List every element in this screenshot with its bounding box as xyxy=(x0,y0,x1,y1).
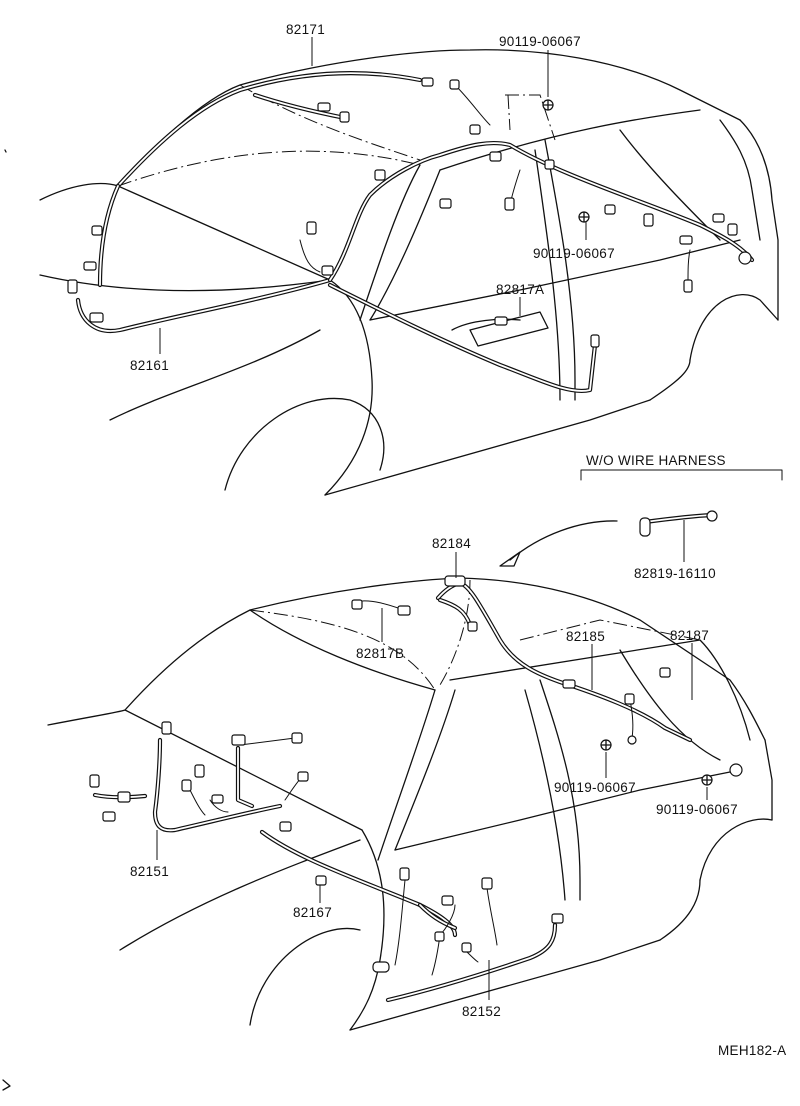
connector-icon xyxy=(494,316,508,326)
clip-icon xyxy=(729,763,743,777)
connector-icon xyxy=(291,732,303,744)
connector-icon xyxy=(562,679,576,689)
connector-icon xyxy=(315,875,327,886)
connector-icon xyxy=(306,221,317,235)
part-labels: 82171 90119-06067 90119-06067 82817A 821… xyxy=(130,22,786,1058)
connector-icon xyxy=(351,599,363,610)
connector-icon xyxy=(321,265,334,276)
connector-icon xyxy=(297,771,309,782)
connector-icon xyxy=(434,931,445,942)
connector-icon xyxy=(439,198,452,209)
connector-icon xyxy=(67,279,78,294)
connector-icon xyxy=(279,821,292,832)
connector-icon xyxy=(117,791,131,803)
connector-icon xyxy=(181,779,192,792)
connector-icon xyxy=(643,213,654,227)
upper-car-body xyxy=(4,49,779,496)
arrow-icon xyxy=(509,520,618,561)
connector-icon xyxy=(372,961,390,973)
connector-icon xyxy=(449,79,460,90)
connector-icon xyxy=(441,895,454,906)
connector-icon xyxy=(461,942,472,953)
connector-icon xyxy=(590,334,600,348)
connector-icon xyxy=(231,734,246,746)
connector-icon xyxy=(421,77,434,87)
connector-icon xyxy=(444,575,466,587)
connector-icon xyxy=(727,223,738,236)
connector-icon xyxy=(624,693,635,705)
clip-icon xyxy=(627,735,637,745)
connector-icon xyxy=(504,197,515,211)
connector-icon xyxy=(339,111,350,123)
connector-icon xyxy=(161,721,172,735)
connector-icon xyxy=(399,867,410,881)
label-82161: 82161 xyxy=(130,358,169,373)
connector-icon xyxy=(544,159,555,170)
upper-leaders xyxy=(159,37,587,354)
upper-connectors xyxy=(67,77,752,348)
wo-wire-harness-inset xyxy=(499,469,783,567)
upper-harness xyxy=(75,71,755,394)
lower-leaders xyxy=(156,552,708,1000)
connector-icon xyxy=(639,517,651,537)
label-82817A: 82817A xyxy=(496,282,544,297)
connector-icon xyxy=(89,774,100,788)
label-wo-wire-harness: W/O WIRE HARNESS xyxy=(586,453,726,468)
connector-icon xyxy=(659,667,671,678)
label-82167: 82167 xyxy=(293,905,332,920)
connector-icon xyxy=(194,764,205,778)
bolt-icon xyxy=(706,510,718,522)
connector-icon xyxy=(469,124,481,135)
label-90119-top: 90119-06067 xyxy=(499,34,581,49)
label-82185: 82185 xyxy=(566,629,605,644)
connector-icon xyxy=(91,225,103,236)
connector-icon xyxy=(551,913,564,924)
label-82819-16110: 82819-16110 xyxy=(634,566,716,581)
connector-icon xyxy=(102,811,116,822)
connector-icon xyxy=(679,235,693,245)
lower-connectors xyxy=(89,575,743,973)
connector-icon xyxy=(211,794,224,804)
lower-car-body xyxy=(2,577,773,1091)
drawing-code: MEH182-A xyxy=(718,1043,786,1058)
connector-icon xyxy=(374,169,386,181)
label-90119-lower-right: 90119-06067 xyxy=(656,802,738,817)
label-82171: 82171 xyxy=(286,22,325,37)
connector-icon xyxy=(481,877,493,890)
connector-icon xyxy=(83,261,97,271)
connector-icon xyxy=(489,151,502,162)
connector-icon xyxy=(397,605,411,616)
label-82151: 82151 xyxy=(130,864,169,879)
connector-icon xyxy=(712,213,725,223)
label-90119-lower-mid: 90119-06067 xyxy=(554,780,636,795)
label-82187: 82187 xyxy=(670,628,709,643)
label-82152: 82152 xyxy=(462,1004,501,1019)
clip-icon xyxy=(738,251,752,265)
label-82817B: 82817B xyxy=(356,646,404,661)
label-82184: 82184 xyxy=(432,536,471,551)
connector-icon xyxy=(317,102,331,112)
connector-icon xyxy=(467,621,478,632)
connector-icon xyxy=(89,312,104,323)
connector-icon xyxy=(604,204,616,215)
connector-icon xyxy=(683,279,693,293)
label-90119-upper-mid: 90119-06067 xyxy=(533,246,615,261)
